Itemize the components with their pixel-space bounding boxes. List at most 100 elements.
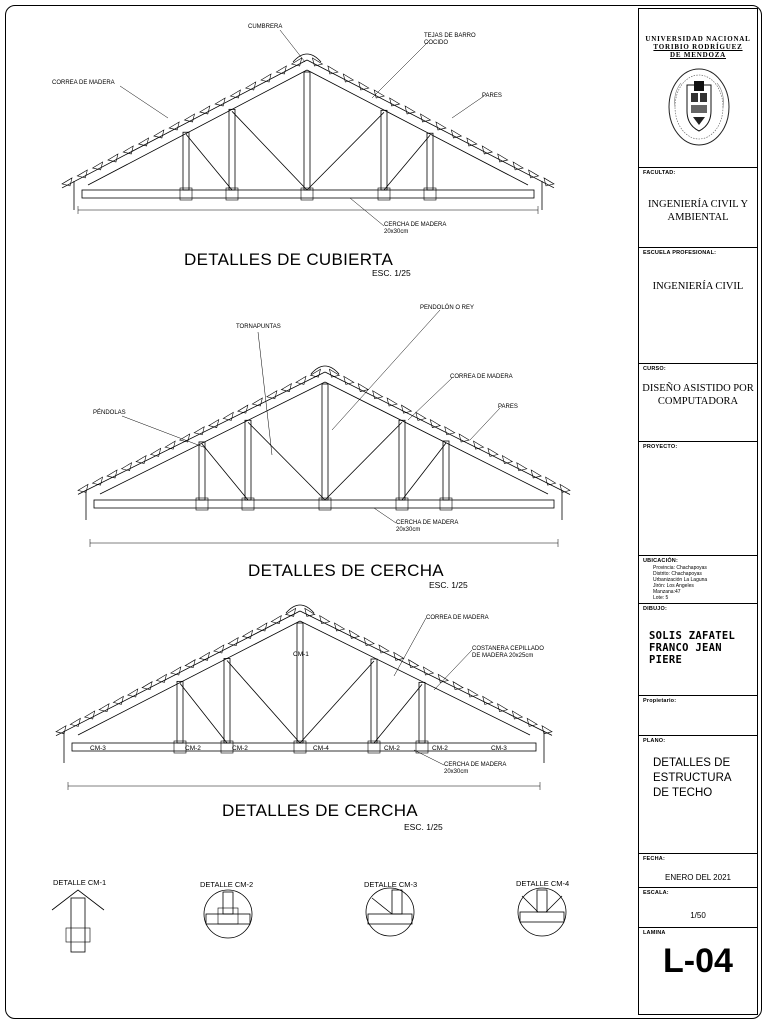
gusset-plate [439,497,453,511]
leader-line [121,415,207,449]
diagonal-member [373,684,423,744]
diagonal-member [226,660,301,744]
roof-tile-left [135,454,147,464]
detail-chord [519,911,565,923]
roof-tile-left [155,673,167,683]
truss-cercha-2 [55,604,553,790]
diagonal-member [247,421,326,501]
connector-label-cm2-d: CM-2 [432,745,448,752]
leader-line [433,649,473,691]
detail-cm1-sketch [51,889,105,953]
roof-tile-left [106,469,118,479]
roof-tile-right [415,411,427,421]
roof-tile-left [280,382,292,392]
roof-tile-right [304,607,316,617]
roof-tile-right [511,710,524,720]
roof-tile-right [497,153,509,163]
detail-post [222,891,234,915]
rafter-right [324,371,571,495]
roof-tile-right [530,469,542,479]
note-tejas-2: COCIDO [424,40,448,46]
curso-value: DISEÑO ASISTIDO POR COMPUTADORA [639,382,757,408]
note-cumbrera: CUMBRERA [248,24,283,30]
ridge-cap [285,604,315,614]
roof-tile-right [393,651,405,661]
detail-chord [367,913,413,925]
detail-diagonal [371,897,393,915]
roof-tile-left [309,368,321,378]
vertical-member [182,131,190,191]
vertical-member [223,658,231,744]
gusset-plate [220,740,234,754]
gusset-plate [395,497,409,511]
detail-circle [203,889,253,939]
bottom-chord [93,499,555,509]
leader-line [257,331,273,456]
connector-label-cm2-c: CM-2 [384,745,400,752]
roof-tile-right [458,433,470,443]
fecha-label: FECHA: [643,856,665,862]
note-cercha-3b: 20x30cm [444,769,469,775]
roof-tile-left [141,681,153,691]
roof-tile-left [183,113,195,123]
escuela-value: INGENIERÍA CIVIL [652,281,744,292]
detail-diagonal [545,895,563,913]
roof-tile-left [199,105,211,115]
roof-tile-right [482,695,494,705]
note-cercha-3a: CERCHA DE MADERA [444,762,507,768]
section-ubicacion: UBICACIÓN: Provincia: Chachapoyas Distri… [639,555,757,603]
roof-tile-left [193,426,205,436]
roof-tile-left [275,65,287,75]
roof-tile-right [404,105,416,115]
plano-line-1: DETALLES DE [653,757,731,769]
detail-label-cm2: DETALLE CM-2 [200,880,254,889]
detail-cm2-sketch [203,889,253,939]
roof-tile-right [528,169,540,179]
roof-tile-right [378,644,390,654]
lamina-value: L-04 [663,942,733,980]
note-pares-1: PARES [482,93,502,99]
rafter-left [55,610,301,737]
diagonal-member [231,111,308,191]
plano-label: PLANO: [643,738,666,744]
roof-tile-left [61,177,73,187]
ubicacion-label: UBICACIÓN: [643,558,678,564]
propietario-label: Propietario: [643,698,677,704]
note-cercha-1a: CERCHA DE MADERA [384,222,447,228]
roof-tile-right [343,375,355,385]
roof-tile-right [473,440,485,450]
escala-label: ESCALA: [643,890,669,896]
vertical-member [176,680,184,744]
leader-line [119,85,169,119]
facultad-line-1: INGENIERÍA CIVIL Y [647,199,749,210]
gusset-plate [318,497,332,511]
detail-circle [365,887,415,937]
roof-tile-left [213,644,225,654]
roof-tile-right [372,390,384,400]
roof-tile-right [545,476,557,486]
roof-tile-right [327,65,339,75]
title-detalles-cercha-1: DETALLES DE CERCHA [248,561,444,580]
gusset-plate [423,187,437,201]
note-cercha-1b: 20x30cm [384,229,409,235]
diagonal-member [306,112,385,191]
note-costanera-2: DE MADERA 20x25cm [472,653,534,659]
roof-tile-left [120,462,133,472]
note-pendolas: PÉNDOLAS [93,410,126,416]
truss-cubierta [61,53,555,214]
roof-tile-right [422,666,435,676]
rafter-left-inner [87,69,308,186]
plano-line-3: DE TECHO [653,787,713,799]
leader-line [349,197,385,227]
roof-tile-right [319,615,331,625]
leader-line [373,507,397,524]
diagonal-member [324,421,403,501]
vertical-member [380,109,388,191]
roof-tile-right [501,454,514,464]
ubicacion-line-3: Urbanización La Laguna [653,577,708,583]
ridge-detail-rafters [51,889,105,911]
roof-tile-right [437,673,450,683]
gusset-plate [241,497,255,511]
detail-label-cm4: DETALLE CM-4 [516,879,570,888]
rafter-right [306,59,555,189]
